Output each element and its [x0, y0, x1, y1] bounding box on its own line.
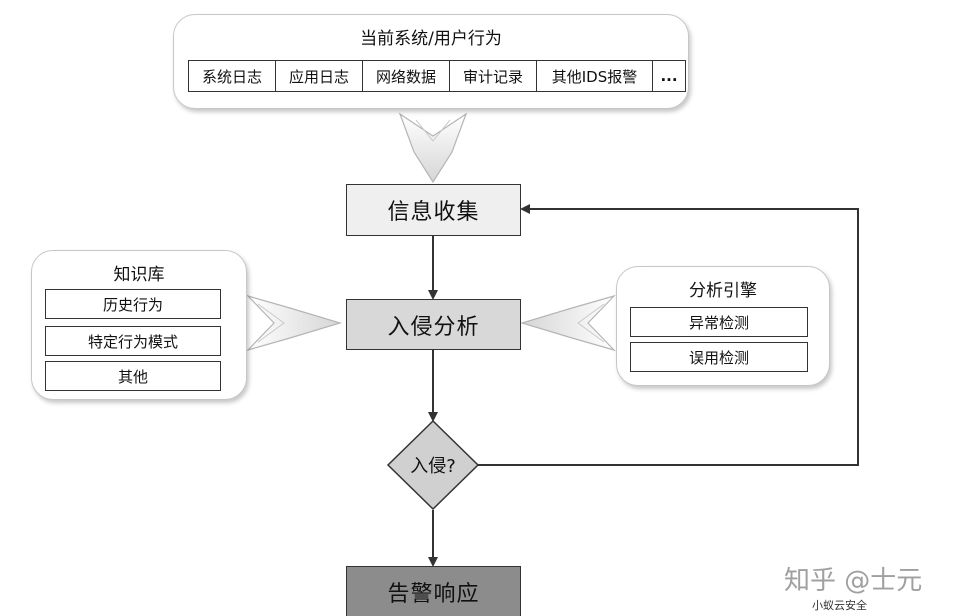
- source-network-data: 网络数据: [362, 60, 450, 92]
- engine-item-misuse: 误用检测: [630, 342, 808, 372]
- watermark-brand: 小蚁云安全: [812, 599, 867, 612]
- analysis-engine-title: 分析引擎: [689, 281, 757, 301]
- decision-diamond: [386, 419, 480, 511]
- arrow-feedback-loop: [478, 204, 859, 466]
- decision-label: 入侵?: [410, 456, 456, 477]
- big-arrow-left-icon: [519, 294, 616, 352]
- process-collect: 信息收集: [346, 184, 521, 236]
- source-row: 系统日志 应用日志 网络数据 审计记录 其他IDS报警 ...: [188, 60, 686, 92]
- watermark-site: 知乎 @士元: [784, 566, 923, 596]
- source-other-ids-alert: 其他IDS报警: [536, 60, 653, 92]
- big-arrow-right-icon: [246, 294, 343, 352]
- top-source-title: 当前系统/用户行为: [360, 29, 502, 49]
- process-analyze: 入侵分析: [346, 299, 521, 350]
- kb-item-other: 其他: [45, 361, 221, 391]
- knowledge-base-group: 知识库 历史行为 特定行为模式 其他: [31, 250, 247, 400]
- source-more: ...: [652, 60, 686, 92]
- source-system-log: 系统日志: [188, 60, 276, 92]
- source-app-log: 应用日志: [275, 60, 363, 92]
- analysis-engine-group: 分析引擎 异常检测 误用检测: [616, 266, 830, 386]
- top-source-group: 当前系统/用户行为 系统日志 应用日志 网络数据 审计记录 其他IDS报警 ..…: [173, 14, 689, 109]
- kb-item-history: 历史行为: [45, 289, 221, 319]
- engine-item-anomaly: 异常检测: [630, 307, 808, 337]
- kb-item-pattern: 特定行为模式: [45, 326, 221, 356]
- big-arrow-down-icon: [398, 112, 468, 184]
- knowledge-base-title: 知识库: [113, 265, 165, 285]
- process-respond: 告警响应: [346, 566, 521, 616]
- source-audit-record: 审计记录: [449, 60, 537, 92]
